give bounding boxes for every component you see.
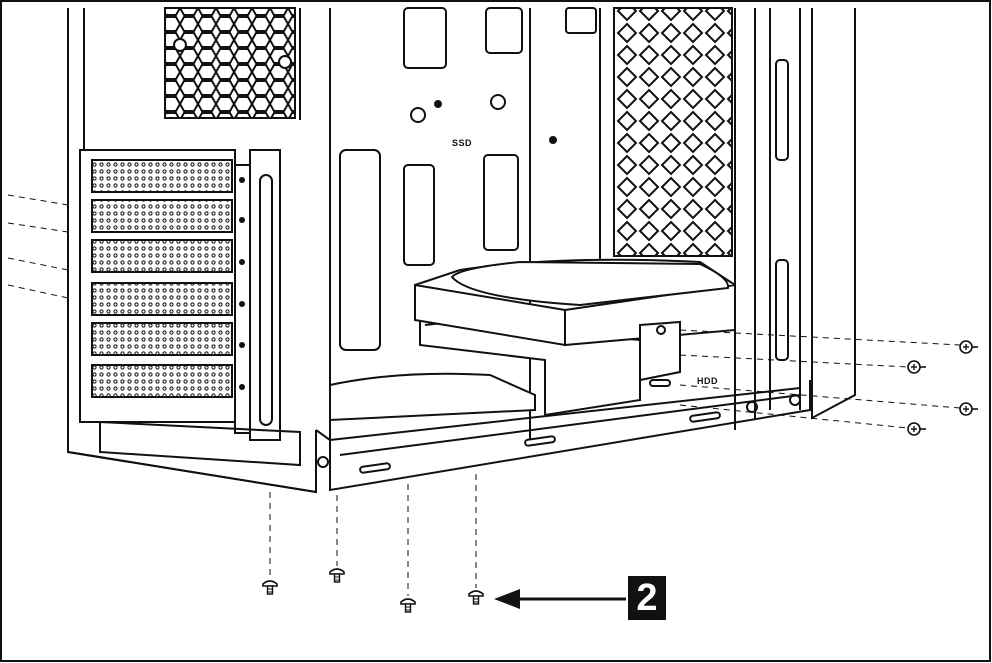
fan-grille-icon xyxy=(164,7,296,119)
expansion-slots xyxy=(79,149,301,467)
screw-icon xyxy=(262,568,484,613)
arrow-left-icon xyxy=(494,589,626,609)
ssd-label: SSD xyxy=(452,138,473,148)
expansion-slot-icon xyxy=(91,159,233,398)
guide-lines xyxy=(7,194,961,596)
hdd-label: HDD xyxy=(697,376,718,386)
step-number-badge: 2 xyxy=(628,576,666,620)
hard-drive-icon xyxy=(414,258,736,387)
case-interior xyxy=(339,7,856,440)
screw-icon xyxy=(907,340,979,436)
case-back-panel xyxy=(67,8,331,494)
case-floor xyxy=(315,380,811,492)
front-mesh xyxy=(613,7,733,257)
